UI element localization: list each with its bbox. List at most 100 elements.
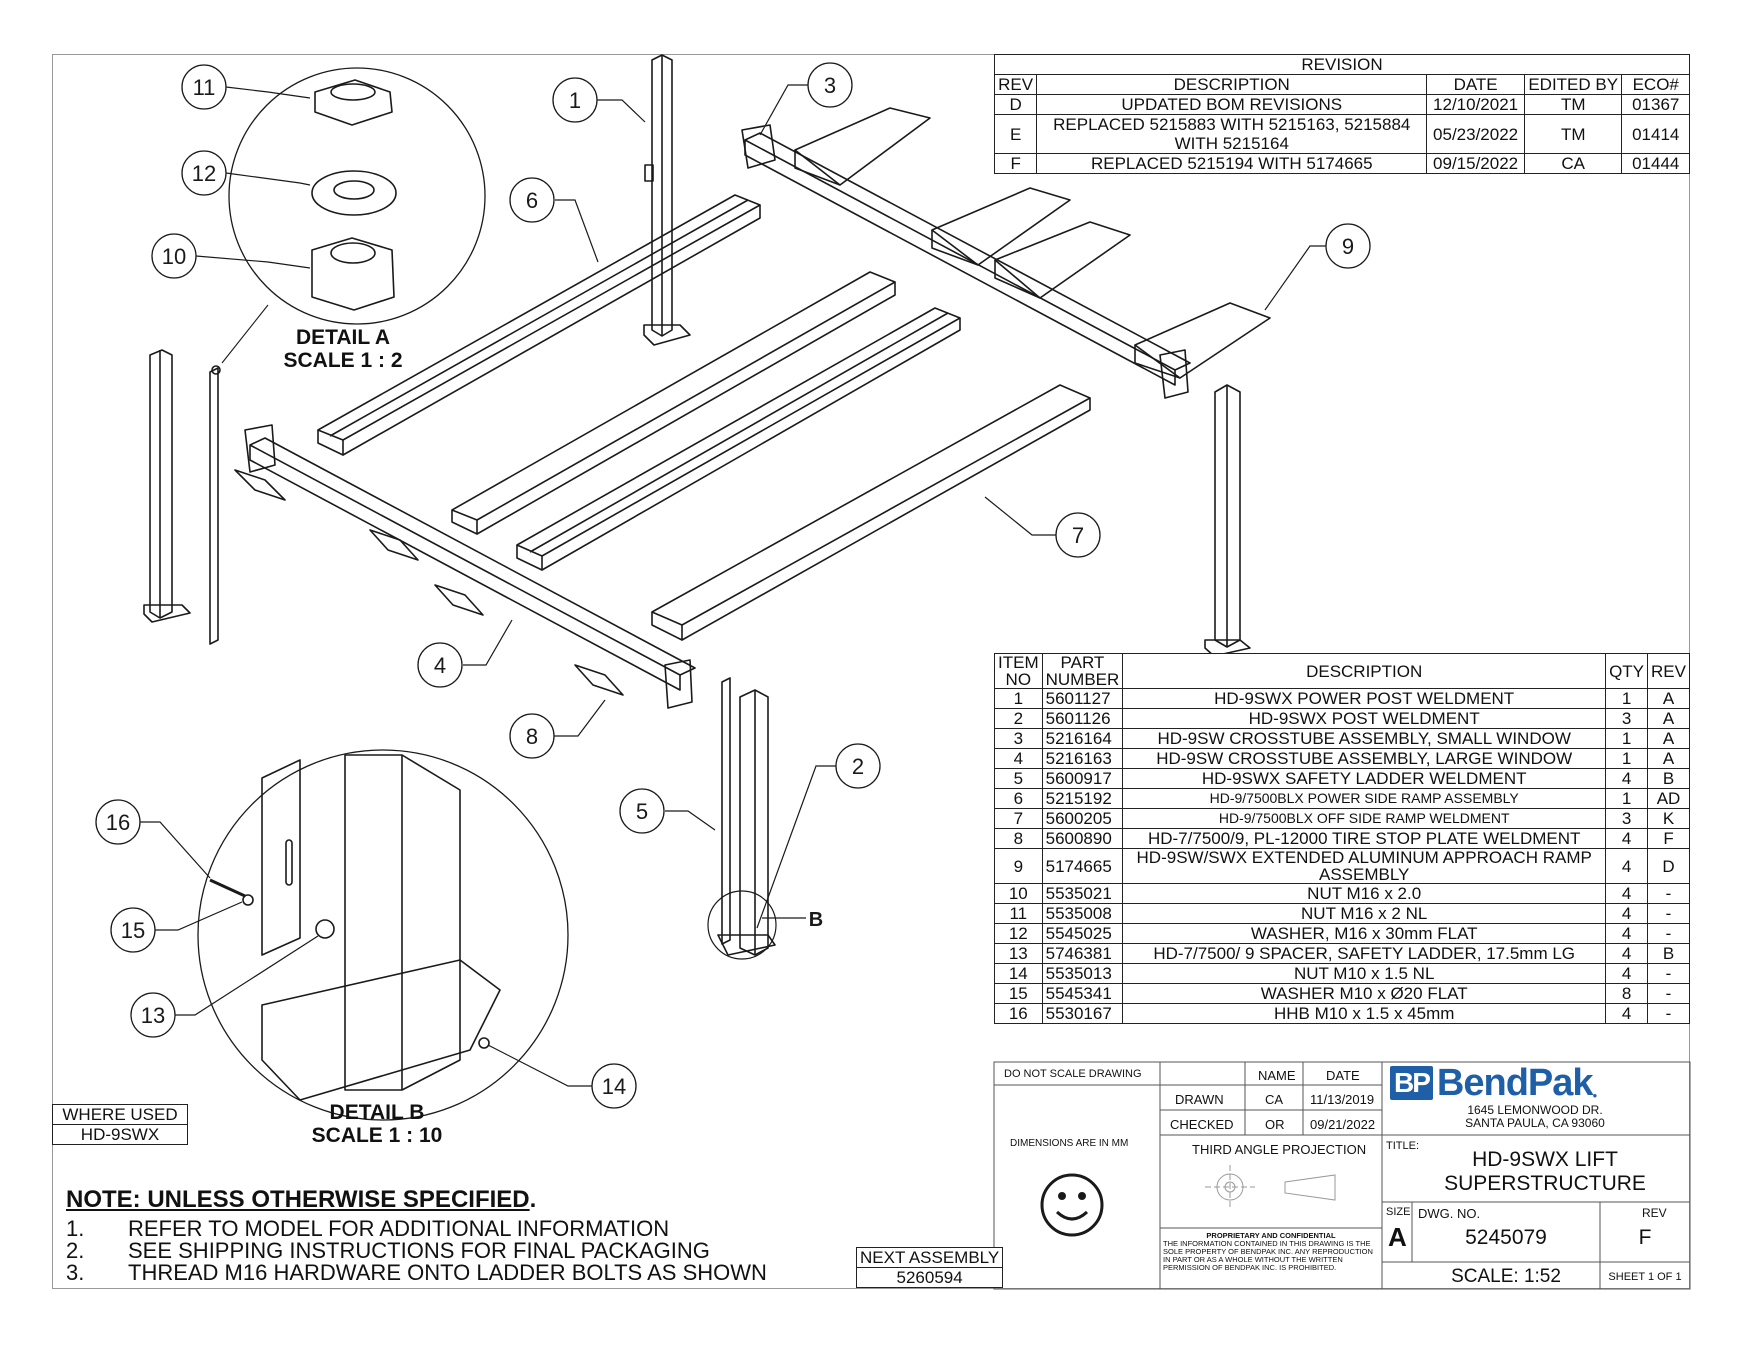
logo-wordmark: BendPak (1436, 1062, 1594, 1104)
detail-b-label: DETAIL B SCALE 1 : 10 (302, 1101, 452, 1147)
rear-crosstube (741, 124, 1191, 399)
bill-of-materials: ITEM NO PART NUMBER DESCRIPTION QTY REV … (994, 653, 1690, 1024)
bom-cell-description: HD-9/7500BLX OFF SIDE RAMP WELDMENT (1122, 808, 1607, 829)
bom-cell-rev: D (1647, 848, 1690, 884)
notes-heading-text: NOTE: UNLESS OTHERWISE SPECIFIED (66, 1186, 530, 1213)
revision-cell: TM (1523, 114, 1623, 154)
bom-cell-rev: B (1647, 768, 1690, 789)
off-side-ramp-3 (651, 384, 1091, 641)
bom-cell-part: 5601127 (1041, 688, 1124, 709)
bom-cell-qty: 1 (1605, 728, 1649, 749)
bom-cell-rev: K (1647, 808, 1690, 829)
callout-label: 7 (1072, 523, 1084, 548)
revision-cell: D (993, 94, 1038, 115)
note-number: 1. (66, 1216, 85, 1241)
company-address: 1645 LEMONWOOD DR. SANTA PAULA, CA 93060 (1390, 1104, 1680, 1130)
bom-cell-description: WASHER M10 x Ø20 FLAT (1122, 983, 1607, 1004)
bom-cell-qty: 4 (1605, 848, 1649, 884)
revision-cell: 05/23/2022 (1426, 114, 1525, 154)
dwg-no-value: 5245079 (1465, 1226, 1547, 1249)
proprietary-title: PROPRIETARY AND CONFIDENTIAL (1206, 1231, 1336, 1240)
bom-cell-qty: 1 (1605, 748, 1649, 769)
bom-cell-rev: - (1647, 1003, 1690, 1024)
bom-cell-description: HD-9SW CROSSTUBE ASSEMBLY, LARGE WINDOW (1122, 748, 1607, 769)
bom-cell-rev: A (1647, 728, 1690, 749)
scale-value: SCALE: 1:52 (1451, 1266, 1561, 1287)
next-assembly-value: 5260594 (855, 1267, 1004, 1288)
bom-cell-part: 5530167 (1041, 1003, 1124, 1024)
note-text: REFER TO MODEL FOR ADDITIONAL INFORMATIO… (128, 1216, 670, 1241)
detail-a-view (221, 67, 486, 364)
bom-header: REV (1647, 653, 1690, 689)
bom-cell-rev: F (1647, 828, 1690, 849)
callout-label: 5 (636, 799, 648, 824)
revision-cell: E (993, 114, 1038, 154)
drawing-title: HD-9SWX LIFT SUPERSTRUCTURE (1400, 1148, 1690, 1196)
note-number: 3. (66, 1260, 85, 1285)
bom-cell-part: 5746381 (1041, 943, 1124, 964)
bom-cell-part: 5535021 (1041, 883, 1124, 904)
callout-label: 16 (106, 810, 130, 835)
bom-header: PART NUMBER (1041, 653, 1124, 689)
where-used-box: WHERE USED HD-9SWX (52, 1104, 188, 1145)
callout-label: 4 (434, 653, 446, 678)
logo-dot: ● (1592, 1091, 1598, 1100)
power-post (643, 54, 691, 346)
bom-cell-qty: 4 (1605, 943, 1649, 964)
bom-cell-rev: - (1647, 983, 1690, 1004)
bom-cell-description: HD-7/7500/ 9 SPACER, SAFETY LADDER, 17.5… (1122, 943, 1607, 964)
callout-label: 1 (569, 88, 581, 113)
bom-cell-qty: 8 (1605, 983, 1649, 1004)
title-line: HD-9SWX LIFT (1472, 1148, 1618, 1171)
callout-label: 2 (852, 754, 864, 779)
revision-cell: 09/15/2022 (1426, 153, 1525, 174)
address-line: 1645 LEMONWOOD DR. (1467, 1103, 1603, 1117)
bom-cell-item: 10 (994, 883, 1043, 904)
tire-stop-plates (234, 469, 624, 696)
title-label: TITLE: (1386, 1140, 1420, 1152)
bom-cell-part: 5600205 (1041, 808, 1124, 829)
detail-a-label: DETAIL A SCALE 1 : 2 (278, 326, 408, 372)
bom-cell-description: HD-9SWX POST WELDMENT (1122, 708, 1607, 729)
revision-cell: CA (1523, 153, 1623, 174)
bom-cell-part: 5545341 (1041, 983, 1124, 1004)
revision-row: D UPDATED BOM REVISIONS 12/10/2021 TM 01… (993, 94, 1690, 115)
bendpak-logo: BP BendPak ● (1390, 1062, 1598, 1104)
bom-cell-part: 5600917 (1041, 768, 1124, 789)
bom-header: DESCRIPTION (1122, 653, 1607, 689)
bom-cell-part: 5215192 (1041, 788, 1124, 809)
revision-header: REV (993, 74, 1038, 95)
detail-b-scale: SCALE 1 : 10 (311, 1124, 443, 1147)
detail-b-marker: B (809, 909, 823, 931)
bom-cell-qty: 4 (1605, 883, 1649, 904)
bom-cell-qty: 4 (1605, 828, 1649, 849)
bom-cell-part: 5216163 (1041, 748, 1124, 769)
bom-cell-description: HHB M10 x 1.5 x 45mm (1122, 1003, 1607, 1024)
off-side-ramp-1 (451, 271, 896, 535)
note-text: SEE SHIPPING INSTRUCTIONS FOR FINAL PACK… (128, 1238, 710, 1263)
revision-header: DATE (1426, 74, 1525, 95)
bom-cell-description: HD-9/7500BLX POWER SIDE RAMP ASSEMBLY (1122, 788, 1607, 809)
bom-cell-item: 13 (994, 943, 1043, 964)
bom-cell-item: 8 (994, 828, 1043, 849)
date-header: DATE (1326, 1068, 1360, 1083)
callout-circles (95, 62, 1371, 1109)
bom-cell-item: 15 (994, 983, 1043, 1004)
checked-label: CHECKED (1170, 1117, 1234, 1132)
bom-cell-rev: - (1647, 903, 1690, 924)
bom-cell-item: 12 (994, 923, 1043, 944)
projection-label: THIRD ANGLE PROJECTION (1192, 1142, 1367, 1157)
size-label: SIZE (1386, 1206, 1411, 1218)
note-item: 1. REFER TO MODEL FOR ADDITIONAL INFORMAT… (66, 1216, 669, 1242)
smiley-icon (1040, 1173, 1104, 1237)
bom-cell-rev: A (1647, 688, 1690, 709)
bom-cell-qty: 3 (1605, 708, 1649, 729)
proprietary-text: THE INFORMATION CONTAINED IN THIS DRAWIN… (1163, 1239, 1373, 1272)
